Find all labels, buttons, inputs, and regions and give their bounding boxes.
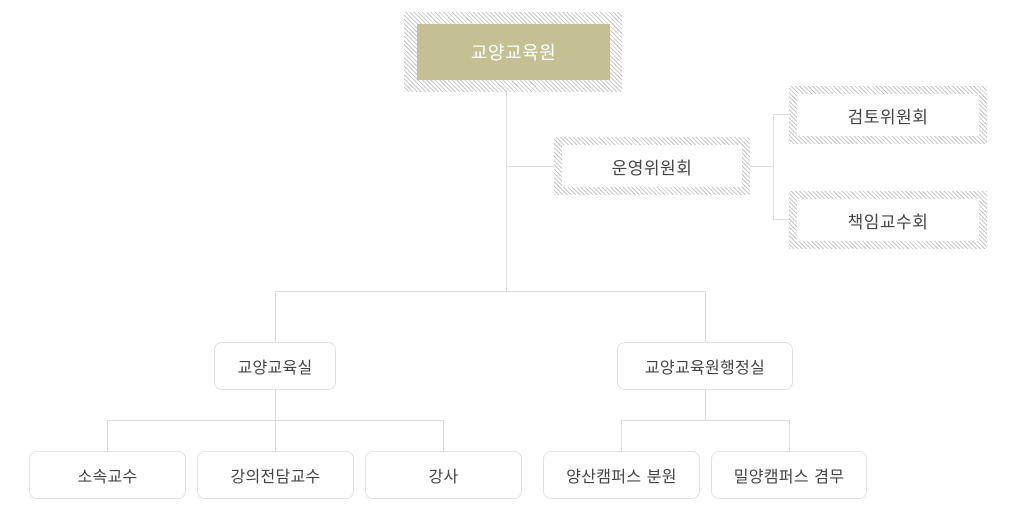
connector-to-leaf-2 xyxy=(275,420,276,451)
node-leaf-lecture-professors: 강의전담교수 xyxy=(197,451,354,499)
connector-to-division-2 xyxy=(705,291,706,342)
connector-to-responsible xyxy=(773,219,789,220)
node-leaf-faculty: 소속교수 xyxy=(29,451,186,499)
node-label: 강사 xyxy=(428,467,459,486)
node-responsible-professors-label: 책임교수회 xyxy=(797,199,979,241)
node-root: 교양교육원 xyxy=(404,12,622,92)
node-label: 교양교육실 xyxy=(237,358,313,377)
connector-to-leaf-3 xyxy=(443,420,444,451)
node-review-committee: 검토위원회 xyxy=(789,86,987,144)
connector-to-leaf-1 xyxy=(107,420,108,451)
connector-division-2-horizontal xyxy=(621,420,790,421)
connector-subcommittee-vertical xyxy=(773,114,774,220)
node-division-liberal-education-office: 교양교육실 xyxy=(214,342,336,390)
node-review-committee-label: 검토위원회 xyxy=(797,94,979,136)
node-label: 소속교수 xyxy=(77,467,138,486)
connector-to-leaf-4 xyxy=(621,420,622,451)
node-label: 양산캠퍼스 분원 xyxy=(566,467,677,486)
node-label: 강의전담교수 xyxy=(230,467,321,486)
node-leaf-lecturers: 강사 xyxy=(365,451,522,499)
node-responsible-professors: 책임교수회 xyxy=(789,191,987,249)
connector-committee-right xyxy=(750,166,773,167)
connector-division-1-down xyxy=(275,389,276,420)
node-leaf-yangsan-branch: 양산캠퍼스 분원 xyxy=(543,451,700,499)
connector-root-trunk xyxy=(506,91,507,291)
connector-divisions-horizontal xyxy=(275,291,706,292)
node-label: 밀양캠퍼스 겸무 xyxy=(733,467,845,486)
node-label: 교양교육원행정실 xyxy=(644,358,766,377)
node-leaf-miryang-concurrent: 밀양캠퍼스 겸무 xyxy=(711,451,867,499)
connector-to-review xyxy=(773,114,789,115)
node-steering-committee: 운영위원회 xyxy=(554,137,750,195)
node-steering-committee-label: 운영위원회 xyxy=(562,145,742,187)
connector-to-division-1 xyxy=(275,291,276,342)
connector-to-committee xyxy=(506,166,554,167)
connector-to-leaf-5 xyxy=(789,420,790,451)
node-division-admin-office: 교양교육원행정실 xyxy=(617,342,793,390)
node-root-label: 교양교육원 xyxy=(417,24,610,80)
connector-division-2-down xyxy=(705,389,706,420)
